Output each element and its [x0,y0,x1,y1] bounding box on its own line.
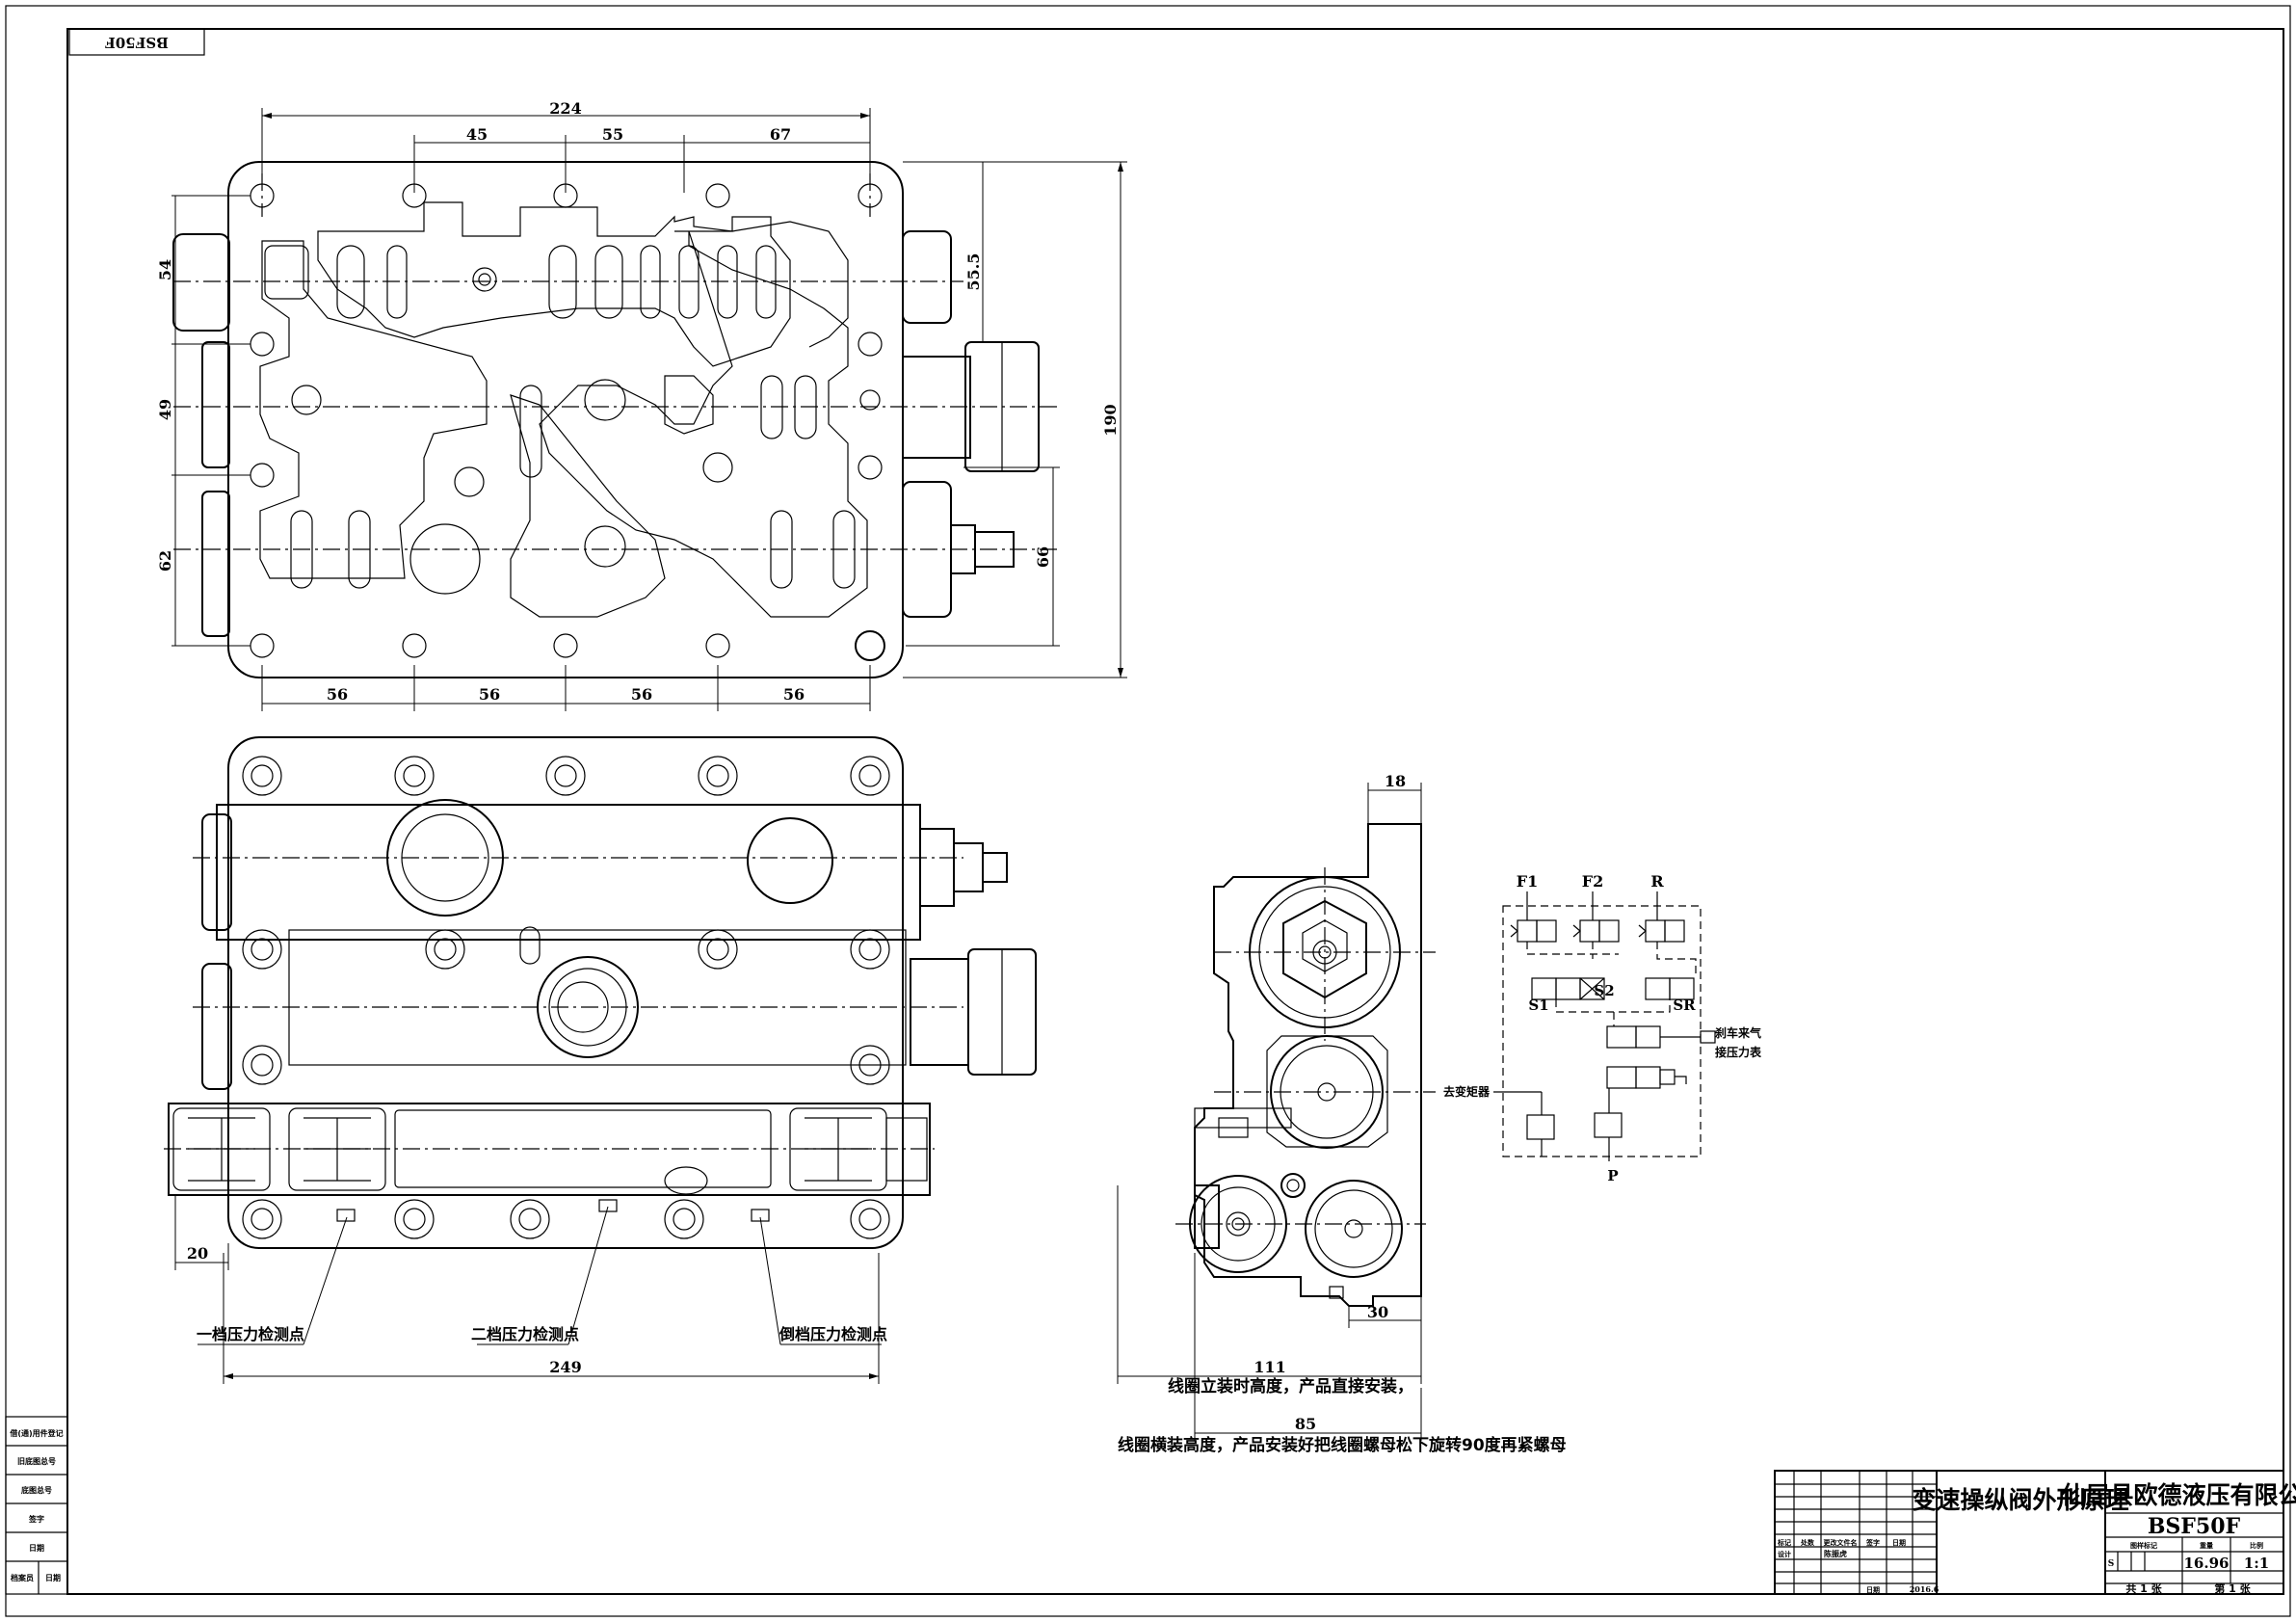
side-strip: 借(通)用件登记 旧底图总号 底图总号 签字 日期 档案员 日期 [5,1416,68,1595]
strip-cell-3: 底图总号 [20,1485,52,1495]
label-r: R [1650,872,1664,891]
dim-bottom-pitch-4: 56 [783,685,805,704]
dim-right-lower: 66 [1034,546,1052,568]
top-view-bolt-holes [250,183,885,661]
top-view-slots [264,245,856,589]
dim-bottom-pitch-2: 56 [479,685,500,704]
dim-segment-2: 55 [602,125,623,144]
dim-segment-3: 67 [770,125,791,144]
strip-cell-6: 档案员 [11,1573,34,1582]
hydraulic-schematic: F1 F2 R S1 S2 SR [1443,872,1762,1184]
tb-col-count: 处数 [1800,1538,1815,1547]
note-vertical-coil: 线圈立装时高度，产品直接安装， [1168,1376,1413,1396]
strip-cell-2: 旧底图总号 [17,1456,56,1466]
callout-second-gear: 二档压力检测点 [471,1325,579,1343]
front-view-dimensions: 20 249 一档压力检测点 二档压力检测点 倒档压力检测点 [174,1195,887,1384]
label-gauge: 接压力表 [1715,1045,1762,1059]
label-f1: F1 [1517,872,1539,891]
tb-col-mark: 标记 [1777,1538,1791,1547]
drawing-code-stamp: BSF50F [105,34,169,51]
dim-overall-height: 190 [1101,404,1120,436]
tb-date-label: 日期 [1866,1585,1880,1594]
tb-date: 2016.6 [1910,1584,1940,1594]
tb-s-mark: S [2108,1559,2115,1569]
tb-total-sheets: 共 1 张 [2125,1582,2162,1595]
tb-code: BSF50F [2148,1514,2241,1539]
title-block: 标记 处数 更改文件名 签字 日期 设计 陈振虎 日期 2016.6 变速操纵阀… [1774,1470,2296,1595]
top-view-dimensions: 224 45 55 67 55.5 190 66 54 49 62 [156,99,1127,711]
tb-weight-label: 重量 [2200,1541,2213,1550]
tb-col-date: 日期 [1892,1538,1906,1547]
tb-design-label: 设计 [1778,1550,1791,1558]
top-view [172,161,1060,678]
dim-left-middle: 49 [156,399,174,420]
label-sr: SR [1673,997,1696,1014]
strip-cell-7: 日期 [45,1573,61,1582]
dim-right-height: 55.5 [964,253,983,291]
tb-sheet-mark-label: 图样标记 [2130,1541,2157,1550]
dim-side-top: 18 [1385,772,1406,790]
strip-cell-5: 日期 [29,1543,44,1553]
label-brake-air: 刹车来气 [1715,1025,1761,1040]
label-converter: 去变矩器 [1443,1084,1491,1099]
dim-side-bottom: 30 [1367,1303,1388,1321]
valve-r [1638,919,1685,943]
dim-bottom-pitch-1: 56 [327,685,348,704]
dim-bottom-pitch-3: 56 [631,685,652,704]
side-view [1175,823,1436,1307]
note-horizontal-coil: 线圈横装高度，产品安装好把线圈螺母松下旋转90度再紧螺母 [1118,1435,1567,1455]
tb-designer: 陈振虎 [1824,1549,1847,1558]
dim-left-upper: 54 [156,259,174,280]
dim-front-offset: 20 [187,1244,208,1263]
drawing-frame: BSF50F [5,5,2291,1617]
tb-scale: 1:1 [2244,1555,2269,1572]
label-f2: F2 [1582,872,1604,891]
label-s1: S1 [1528,997,1548,1014]
label-s2: S2 [1594,982,1614,999]
tb-col-sign: 签字 [1865,1538,1880,1547]
tb-col-file: 更改文件名 [1824,1538,1858,1547]
side-view-dimensions: 18 30 111 线圈立装时高度，产品直接安装， 85 线圈横装高度，产品安装… [1117,772,1567,1455]
strip-cell-4: 签字 [28,1514,44,1524]
valve-f1 [1510,919,1557,943]
dim-segment-1: 45 [466,125,488,144]
front-view [164,736,1037,1249]
dim-side-width: 111 [1254,1358,1285,1376]
tb-company: 仙居县欧德液压有限公司 [2061,1481,2296,1509]
valve-f2 [1572,919,1620,943]
callout-first-gear: 一档压力检测点 [197,1325,304,1343]
tb-scale-label: 比例 [2250,1541,2263,1550]
tb-title: 变速操纵阀外形原理 [1912,1486,2128,1514]
callout-reverse-gear: 倒档压力检测点 [779,1325,887,1343]
tb-sheet-no: 第 1 张 [2214,1582,2251,1595]
tb-weight: 16.96 [2184,1555,2230,1572]
label-p: P [1607,1167,1618,1184]
dim-coil-width: 85 [1295,1415,1316,1433]
dim-front-width: 249 [549,1358,581,1376]
dim-left-lower: 62 [156,550,174,572]
strip-cell-1: 借(通)用件登记 [9,1428,63,1438]
front-view-bolt-holes [242,756,890,1239]
dim-overall-width: 224 [549,99,581,118]
